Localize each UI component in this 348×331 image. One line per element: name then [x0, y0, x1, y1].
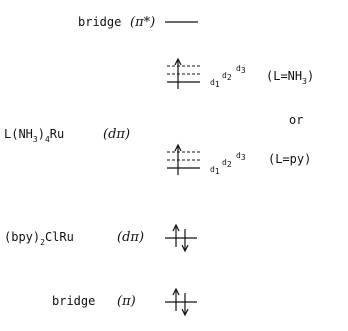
bpy-ru-level	[165, 223, 197, 253]
bridge-pi-label: bridge	[52, 294, 95, 308]
lower-spin-up-arrow	[174, 143, 182, 175]
upper-d1: d1	[210, 78, 220, 89]
bpy-ru-label: (bpy)2ClRu	[4, 230, 74, 247]
bridge-pi-level	[165, 287, 197, 317]
bridge-pi-orbital: (π)	[117, 294, 136, 309]
bridge-pi-spin-down-arrow	[181, 293, 189, 317]
bpy-ru-orbital: (dπ)	[117, 230, 144, 245]
upper-spin-up-arrow	[174, 57, 182, 89]
bridge-pi-spin-up-arrow	[172, 287, 180, 311]
ru-nh3-levels-upper	[167, 57, 200, 89]
lower-d3: d3	[236, 151, 246, 162]
ru-nh3-label: L(NH3)4Ru	[4, 127, 64, 144]
bpy-ru-spin-up-arrow	[172, 223, 180, 247]
ru-nh3-levels-lower	[167, 143, 200, 175]
bridge-pi-star-label: bridge	[78, 15, 121, 29]
bridge-pi-star-orbital: (π*)	[130, 15, 155, 30]
upper-d2: d2	[222, 71, 232, 82]
lower-d2: d2	[222, 158, 232, 169]
case-or: or	[289, 113, 303, 127]
ru-nh3-orbital: (dπ)	[103, 127, 130, 142]
case-nh3: (L=NH3)	[266, 69, 314, 86]
upper-d3: d3	[236, 64, 246, 75]
lower-d1: d1	[210, 165, 220, 176]
case-py: (L=py)	[268, 152, 311, 166]
bpy-ru-spin-down-arrow	[181, 229, 189, 253]
